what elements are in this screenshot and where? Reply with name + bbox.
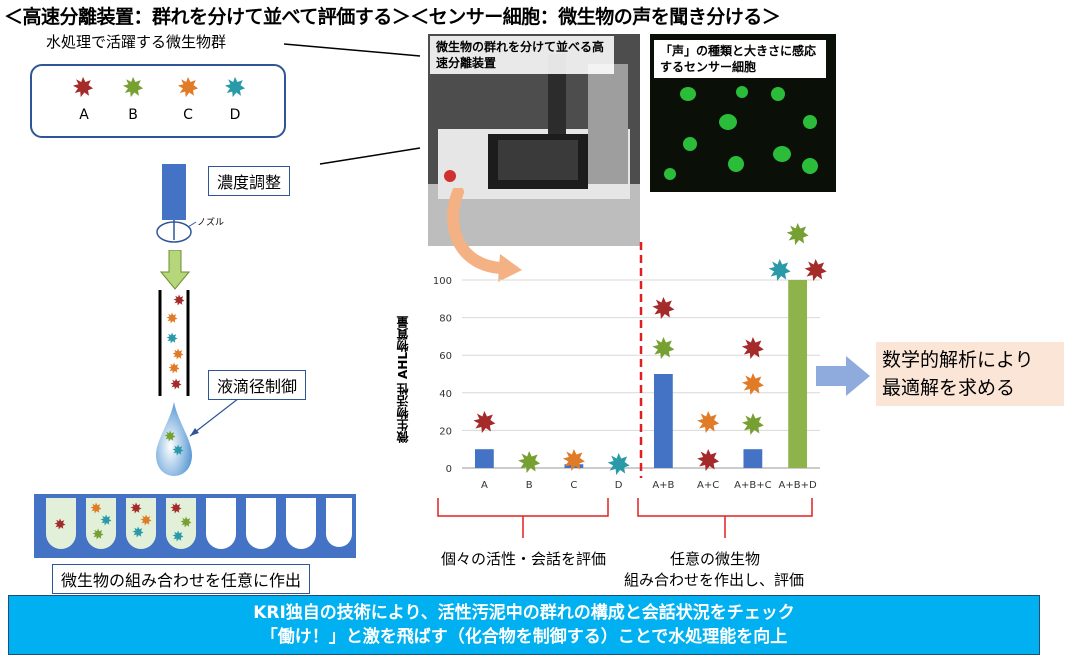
group-combined-label-2: 組み合わせを作出し、評価 xyxy=(624,571,805,589)
group-individual-label: 個々の活性・会話を評価 xyxy=(441,550,607,568)
y-tick-label: 80 xyxy=(439,314,452,325)
microbe-marker-icon xyxy=(652,337,675,359)
x-tick-label: B xyxy=(526,480,533,491)
y-tick-label: 20 xyxy=(439,426,452,437)
bar xyxy=(788,280,808,468)
banner-line-2: 「働け！」と激を飛ばす（化合物を制御する）ことで水処理能を向上 xyxy=(260,627,788,647)
sensor-caption: 「声」の種類と大きさに感応するセンサー細胞 xyxy=(654,40,826,78)
y-tick-label: 100 xyxy=(433,276,452,287)
x-tick-label: A+C xyxy=(697,480,719,491)
microbe-marker-icon xyxy=(518,451,541,473)
nozzle-icon xyxy=(156,220,192,243)
microbe-b-label: B xyxy=(128,107,138,123)
bar xyxy=(653,374,673,468)
banner-line-1: KRI独自の技術により、活性汚泥中の群れの構成と会話状況をチェック xyxy=(253,603,795,623)
summary-banner: KRI独自の技術により、活性汚泥中の群れの構成と会話状況をチェック 「働け！」と… xyxy=(8,595,1040,655)
y-tick-label: 40 xyxy=(439,389,452,400)
bar xyxy=(743,449,763,468)
result-line-2: 最適解を求める xyxy=(882,377,1016,399)
x-tick-label: D xyxy=(615,480,623,491)
result-line-1: 数学的解析により xyxy=(882,349,1034,371)
microbe-marker-icon xyxy=(473,411,496,433)
curved-arrow-icon xyxy=(447,188,522,282)
result-box: 数学的解析により 最適解を求める xyxy=(876,342,1064,406)
y-tick-label: 0 xyxy=(446,464,452,475)
microbe-marker-icon xyxy=(741,337,764,359)
microbe-marker-icon xyxy=(697,411,720,433)
flow-channel xyxy=(158,290,190,396)
x-tick-label: A+B+D xyxy=(779,480,817,491)
wells xyxy=(46,498,352,549)
device-caption: 微生物の群れを分けて並べる高速分離装置 xyxy=(430,36,614,74)
nozzle-label: ノズル xyxy=(197,218,225,228)
microbe-marker-icon xyxy=(741,373,764,395)
down-arrow-icon xyxy=(160,250,190,290)
step-droplet: 液滴径制御 xyxy=(208,370,307,400)
well-plate xyxy=(34,494,356,558)
right-arrow-icon xyxy=(816,356,870,396)
x-tick-label: A+B+C xyxy=(734,480,771,491)
microbe-marker-icon xyxy=(786,223,809,245)
microbe-group-box: A B C D xyxy=(30,64,286,138)
group-brackets xyxy=(437,498,813,538)
x-tick-label: A xyxy=(481,480,488,491)
bar xyxy=(474,449,494,468)
y-tick-label: 60 xyxy=(439,351,452,362)
page-title: ＜高速分離装置：群れを分けて並べて評価する＞＜センサー細胞：微生物の声を聞き分け… xyxy=(4,6,781,28)
microbe-marker-icon xyxy=(741,413,764,435)
x-tick-label: A+B xyxy=(652,480,674,491)
chart-ylabel: 微生物活性 AHL物質量 xyxy=(396,316,410,444)
microbe-c-label: C xyxy=(183,107,193,123)
sensor-cells-illustration xyxy=(664,86,818,180)
microbe-marker-icon xyxy=(652,297,675,319)
x-tick-label: C xyxy=(570,480,577,491)
group-combined-label-1: 任意の微生物 xyxy=(670,550,761,568)
microbe-marker-icon xyxy=(804,259,827,281)
microbe-a-label: A xyxy=(79,107,89,123)
step-concentration: 濃度調整 xyxy=(208,166,291,196)
microbe-marker-icon xyxy=(607,453,630,475)
separation-device-photo: 微生物の群れを分けて並べる高速分離装置 xyxy=(428,34,640,246)
concentration-tube xyxy=(162,164,186,220)
microbe-marker-icon xyxy=(768,259,791,281)
microbe-d-label: D xyxy=(229,107,241,123)
step-combine: 微生物の組み合わせを任意に作出 xyxy=(52,564,311,594)
droplet-icon xyxy=(156,402,192,476)
microbe-group-label: 水処理で活躍する微生物群 xyxy=(46,33,227,51)
sensor-cell-photo: 「声」の種類と大きさに感応するセンサー細胞 xyxy=(650,34,836,192)
